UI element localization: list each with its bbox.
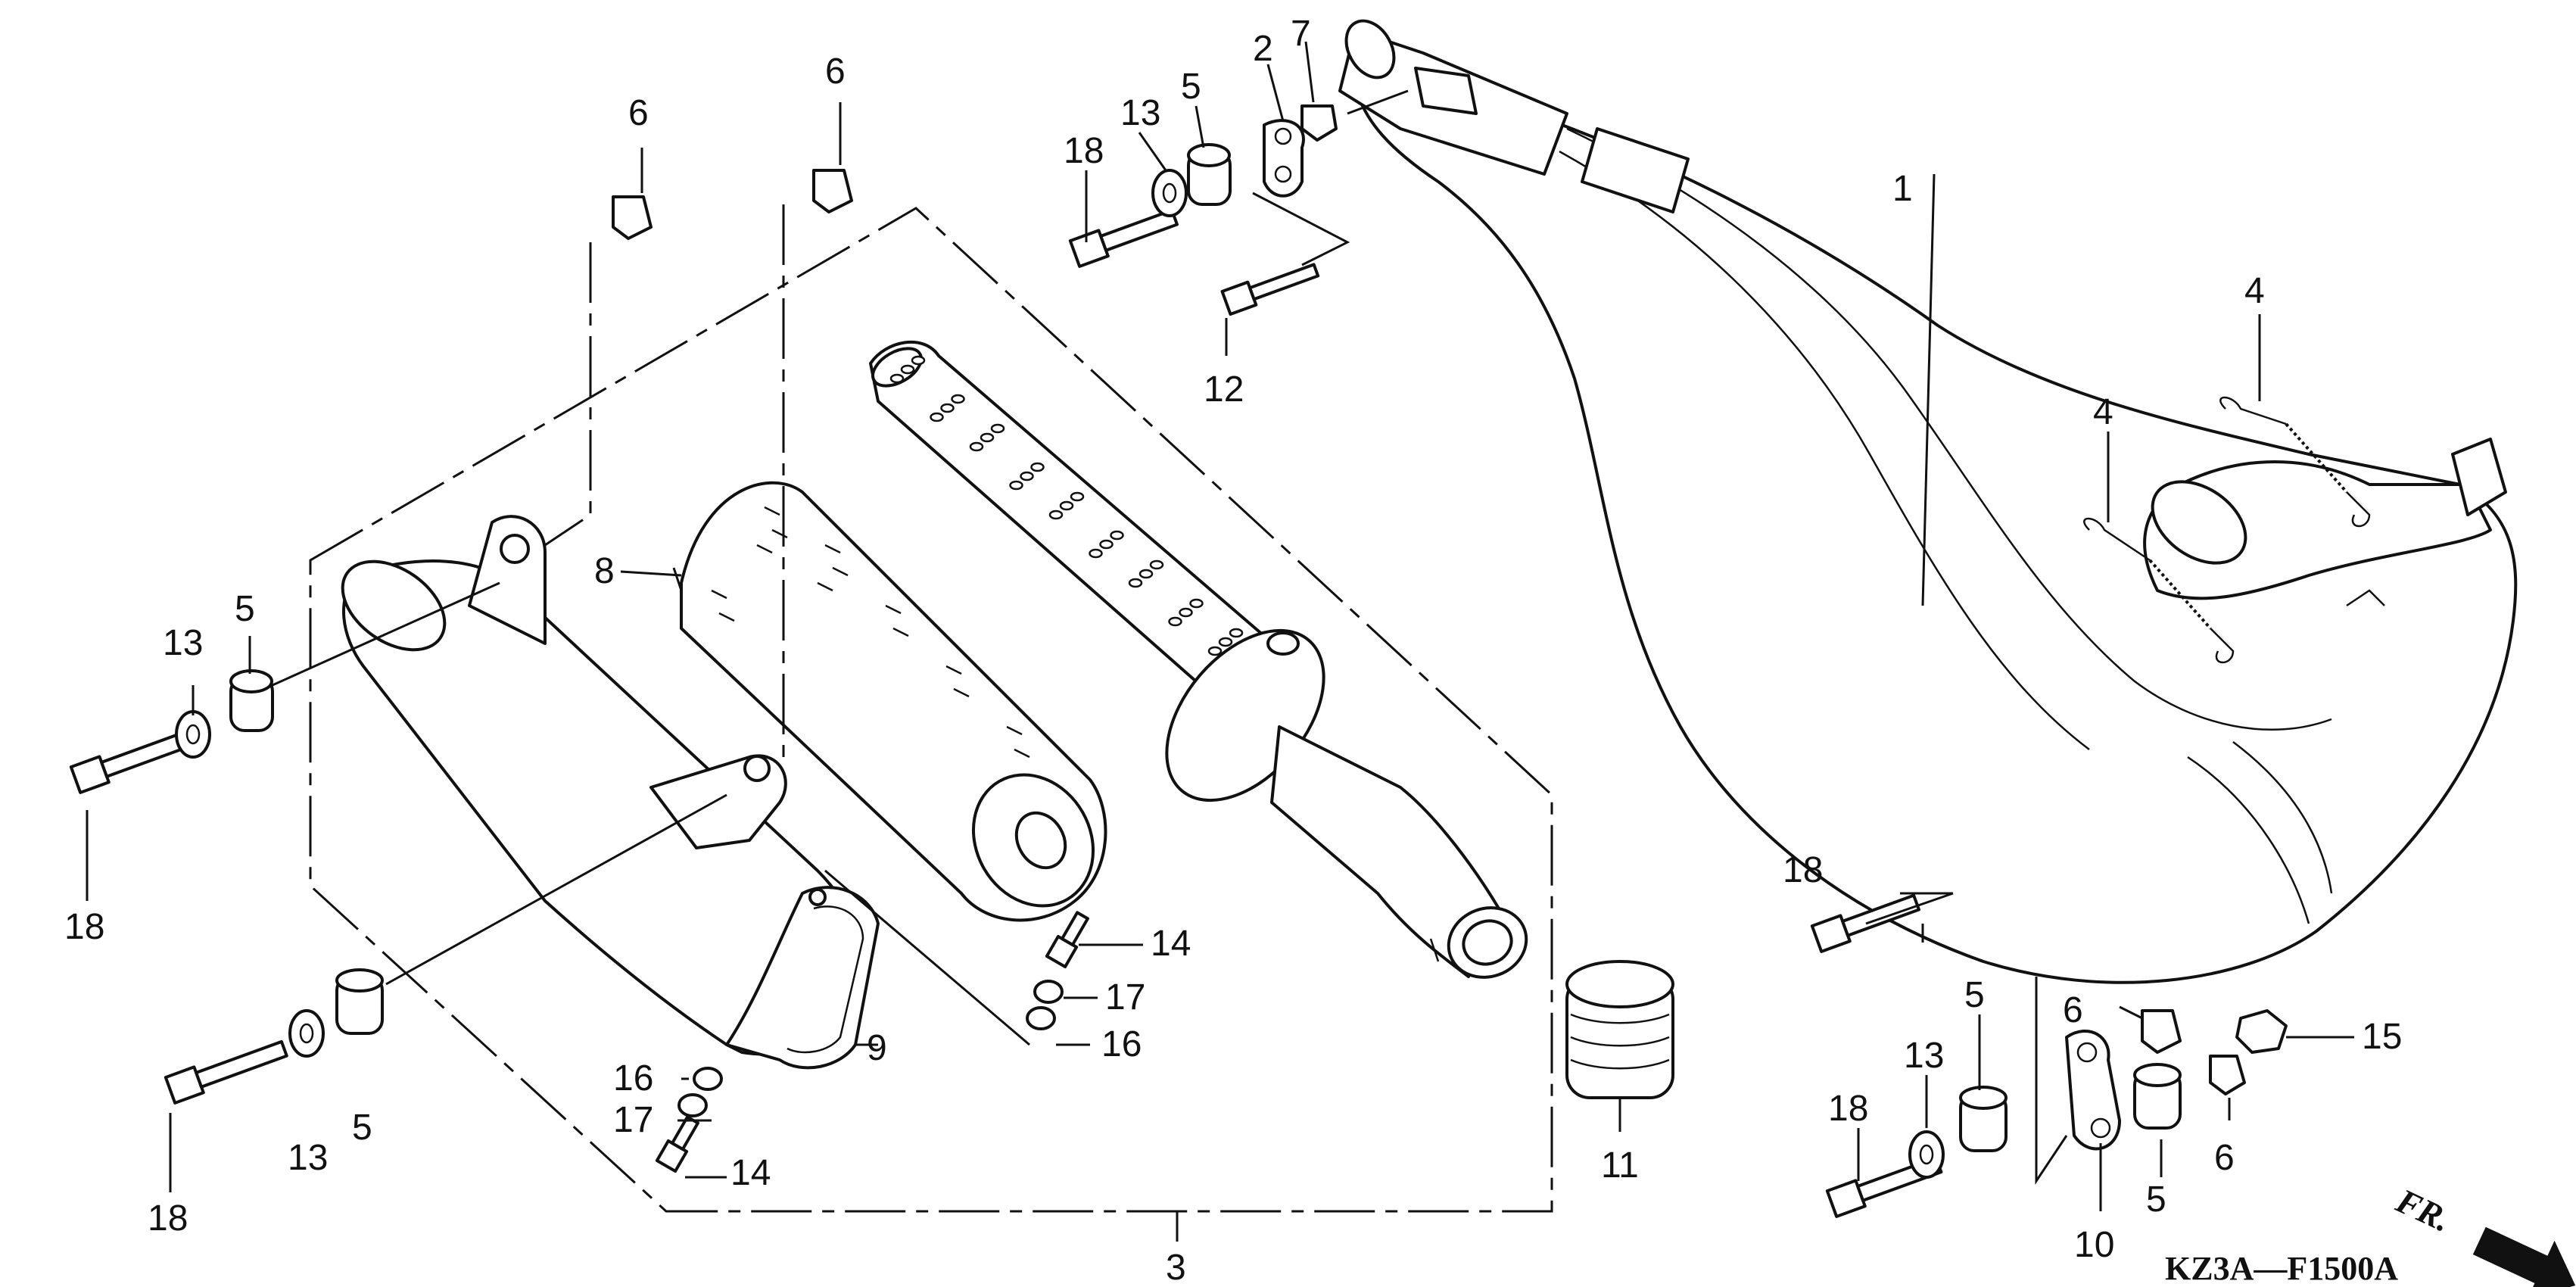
perforation-hole [1189, 598, 1204, 609]
callout-10: 10 [2074, 1225, 2114, 1265]
perforation-hole [969, 441, 984, 452]
callout-5-bottom-right: 5 [2146, 1179, 2166, 1220]
bolt-14-lower [655, 1115, 699, 1173]
callout-4-upper: 4 [2244, 271, 2265, 311]
callout-5-left: 5 [235, 589, 255, 629]
callout-7: 7 [1291, 14, 1311, 54]
callout-13-right: 13 [1904, 1036, 1944, 1076]
callout-17-lower: 17 [613, 1100, 653, 1140]
callout-18-left: 18 [64, 907, 104, 947]
callout-11: 11 [1601, 1145, 1639, 1186]
perforation-hole [1110, 530, 1124, 541]
spring-part-4-upper [2219, 396, 2371, 528]
perforation-hole [951, 394, 965, 404]
callout-6-left: 6 [628, 93, 649, 133]
callout-12: 12 [1204, 369, 1244, 410]
perforation-hole [1128, 578, 1143, 588]
muffler-assembly-outline [309, 207, 1553, 1242]
perforation-hole [940, 403, 955, 413]
perforation-hole [911, 355, 926, 366]
callout-5-right: 5 [1964, 975, 1985, 1015]
callout-16-lower: 16 [613, 1058, 653, 1098]
packing-part-8 [680, 481, 1107, 922]
callout-5-lower-left: 5 [352, 1108, 372, 1148]
perforation-hole [1149, 559, 1164, 570]
muffler-band-part-9 [725, 886, 880, 1070]
callout-6-bottom-right: 6 [2214, 1138, 2235, 1178]
perforation-hole [1218, 637, 1233, 647]
perforation-holes [889, 355, 1244, 656]
perforation-hole [990, 423, 1005, 434]
hardware [69, 104, 2288, 1218]
perforation-hole [1179, 607, 1193, 618]
callout-13-top: 13 [1120, 93, 1160, 133]
callout-18-right: 18 [1783, 850, 1823, 890]
callout-4-lower: 4 [2093, 392, 2113, 432]
perforation-hole [1207, 646, 1223, 656]
callout-13-lower-left: 13 [288, 1138, 328, 1178]
bolt-18-right [1810, 893, 1920, 953]
spring-part-4-lower [2083, 517, 2235, 664]
callout-14-lower: 14 [730, 1153, 771, 1193]
inner-pipe [869, 340, 1528, 979]
callout-5-top: 5 [1181, 67, 1201, 107]
perforation-hole [1030, 462, 1045, 472]
perforation-hole [1048, 510, 1064, 520]
callout-6-center: 6 [825, 51, 846, 92]
callout-9: 9 [867, 1028, 887, 1068]
leader-lines [272, 89, 2068, 1185]
perforation-hole [980, 432, 995, 443]
perforation-hole [1070, 491, 1085, 502]
grommet-part-11 [1565, 960, 1674, 1099]
perforation-hole [1009, 480, 1023, 491]
callout-6-right: 6 [2063, 990, 2083, 1030]
perforation-hole [1138, 569, 1154, 579]
callout-stubs [86, 41, 2354, 1211]
callout-18-bottom-right: 18 [1828, 1089, 1868, 1129]
perforation-hole [1099, 539, 1114, 550]
bolt-18-top [1068, 208, 1179, 268]
callout-1: 1 [1892, 169, 1913, 209]
perforation-hole [930, 412, 944, 422]
perforation-hole [889, 373, 905, 384]
bolt-18-lower-left [164, 1039, 288, 1105]
callout-15: 15 [2362, 1017, 2402, 1057]
callout-numbers: 1 2 3 4 4 5 5 5 5 5 6 6 6 6 7 8 9 10 11 … [64, 14, 2402, 1287]
callout-3: 3 [1166, 1248, 1186, 1287]
callout-8: 8 [594, 551, 615, 591]
diagram-code: KZ3A—F1500A [2165, 1250, 2398, 1287]
callout-16-upper: 16 [1101, 1024, 1142, 1064]
callout-2: 2 [1253, 29, 1273, 69]
perforation-hole [1020, 471, 1034, 481]
perforation-hole [1168, 616, 1182, 627]
perforation-hole [1229, 628, 1244, 638]
front-direction-indicator: FR. [2390, 1181, 2576, 1287]
callout-18-top: 18 [1064, 131, 1104, 171]
bolt-12 [1220, 263, 1320, 316]
bolt-14-upper [1045, 911, 1089, 968]
callout-17-upper: 17 [1105, 977, 1145, 1017]
perforation-hole [1089, 548, 1103, 559]
expansion-chamber [1338, 19, 2518, 984]
callout-13-left: 13 [163, 623, 203, 663]
callout-14-upper: 14 [1151, 924, 1191, 964]
perforation-hole [1059, 500, 1074, 511]
front-direction-label: FR. [2390, 1181, 2457, 1239]
callout-18-lower-left: 18 [148, 1198, 188, 1239]
perforation-hole [900, 364, 915, 375]
